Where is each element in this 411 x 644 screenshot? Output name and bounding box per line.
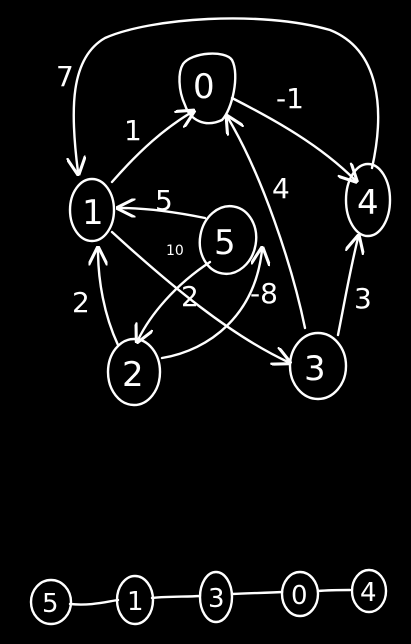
edges [74,17,380,362]
svg-text:3: 3 [208,584,225,614]
edge-3-to-4 [336,238,358,337]
edge-label-1-3: 2 [181,280,199,313]
edge-2-to-1 [98,250,120,347]
order-node-5: 4 [350,568,388,614]
edge-label-5-2: 10 [166,243,184,259]
edge-label-3-0: 4 [272,172,290,205]
node-2: 2 [106,337,162,407]
edge-3-to-0 [228,118,307,330]
order-node-3: 3 [198,570,234,624]
order-node-1: 5 [29,578,73,626]
svg-text:4: 4 [357,183,379,223]
edge-1-to-3 [110,230,288,362]
edge-2-to-5 [160,250,262,360]
svg-text:5: 5 [214,223,236,263]
edge-label-2-1: 2 [72,286,90,319]
edge-labels: 7 1 -1 5 4 3 2 2 -8 10 [56,60,372,319]
edge-label-5-1: 5 [155,184,173,217]
svg-text:1: 1 [82,193,104,233]
svg-text:0: 0 [291,581,308,611]
svg-text:5: 5 [42,589,59,619]
svg-text:1: 1 [127,587,144,617]
edge-0-to-4 [230,96,355,180]
edge-5-to-1 [120,208,207,220]
edge-5-to-2 [138,260,212,340]
svg-text:2: 2 [122,355,144,395]
node-5: 5 [198,204,258,276]
edge-4-to-1 [74,17,380,172]
node-4: 4 [344,162,392,238]
edge-label-1-0: 1 [124,114,142,147]
edge-1-to-0 [110,112,192,184]
edge-label-2-5: -8 [250,277,278,310]
node-3: 3 [288,331,348,401]
topological-order-sequence: 5 1 3 0 4 [29,568,388,626]
node-1: 1 [68,177,116,243]
svg-text:4: 4 [360,578,377,608]
order-node-4: 0 [280,570,320,618]
edge-label-0-4: -1 [276,82,304,115]
svg-text:0: 0 [193,67,215,107]
order-node-2: 1 [115,574,155,626]
svg-text:3: 3 [304,349,326,389]
nodes: 0 1 5 4 2 3 [68,52,392,407]
node-0: 0 [178,52,237,125]
edge-label-3-4: 3 [354,282,372,315]
edge-label-4-1: 7 [56,60,74,93]
